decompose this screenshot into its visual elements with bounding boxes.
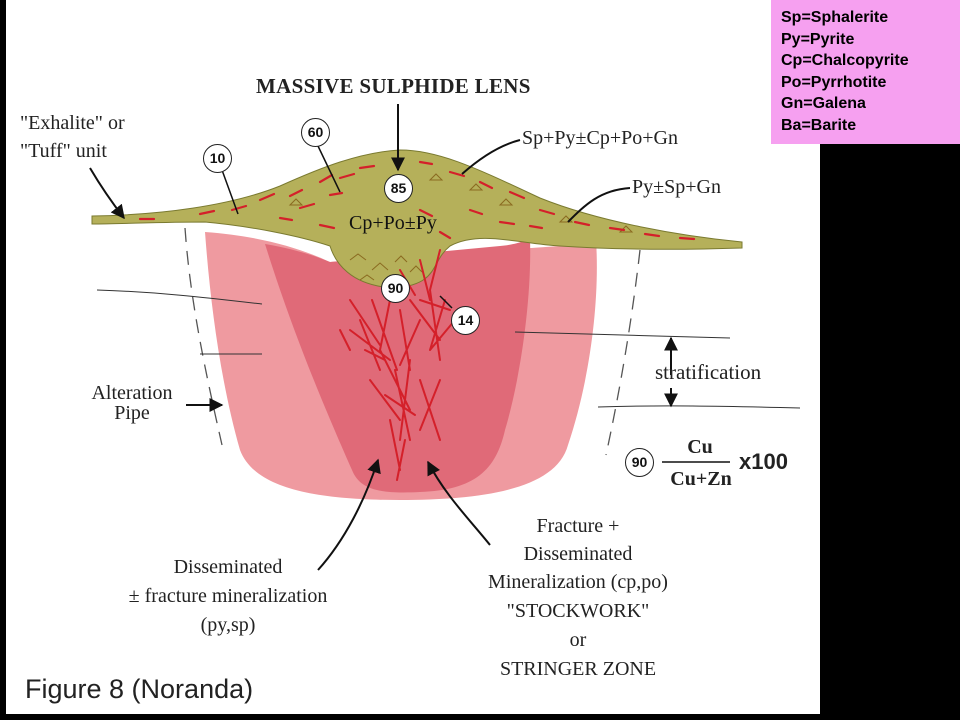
legend-item: Sp=Sphalerite: [781, 9, 889, 26]
label-fracture-2: Disseminated: [523, 543, 633, 565]
mineral-legend: Sp=Sphalerite Py=Pyrite Cp=Chalcopyrite …: [771, 0, 960, 144]
ratio-numerator: Cu: [687, 436, 713, 458]
figure-caption: Figure 8 (Noranda): [25, 674, 254, 704]
pipe-boundary-right: [605, 249, 641, 456]
ratio-key-circle: 90: [625, 448, 654, 477]
legend-item: Gn=Galena: [781, 95, 866, 112]
leader-10: [221, 169, 239, 215]
label-sp-py: Sp+Py±Cp+Po+Gn: [522, 127, 678, 149]
pipe-boundary-left: [184, 227, 223, 446]
legend-item: Py=Pyrite: [781, 30, 855, 48]
strat-line-4: [597, 405, 801, 409]
strat-line-3: [514, 331, 731, 339]
label-exhalite-1: "Exhalite" or: [20, 112, 125, 134]
arrow-disseminated: [317, 458, 381, 571]
label-fracture-3: Mineralization (cp,po): [488, 571, 668, 593]
label-fracture-1: Fracture +: [536, 515, 620, 537]
diagram-title: MASSIVE SULPHIDE LENS: [256, 74, 531, 98]
ratio-multiplier: x100: [739, 449, 788, 474]
sulphide-dashes: [138, 160, 696, 241]
arrow-fracture: [427, 460, 491, 546]
alteration-pipe-inner: [265, 238, 531, 493]
arrow-sp-py: [461, 139, 521, 175]
label-disseminated-3: (py,sp): [200, 614, 256, 636]
label-fracture-6: STRINGER ZONE: [499, 658, 657, 680]
label-alteration-1: Alteration: [91, 382, 173, 404]
legend-item: Ba=Barite: [781, 116, 857, 134]
ratio-denominator: Cu+Zn: [670, 468, 732, 490]
ratio-circle-85: 85: [384, 174, 413, 203]
leader-14: [439, 295, 453, 309]
label-fracture-4: "STOCKWORK": [506, 600, 650, 622]
arrow-exhalite: [89, 167, 125, 220]
label-disseminated-2: ± fracture mineralization: [128, 585, 328, 607]
label-alteration-2: Pipe: [114, 402, 150, 424]
arrow-py-sp: [567, 187, 631, 223]
label-disseminated-1: Disseminated: [173, 556, 283, 578]
label-py-sp: Py±Sp+Gn: [632, 176, 721, 198]
legend-item: Po=Pyrrhotite: [781, 73, 887, 91]
exhalite-layer: [91, 149, 743, 289]
label-stratification: stratification: [655, 360, 762, 384]
sulphide-texture: [288, 173, 634, 283]
legend-item: Cp=Chalcopyrite: [781, 52, 909, 69]
ratio-circle-14: 14: [451, 306, 480, 335]
ratio-circle-10: 10: [203, 144, 232, 173]
leader-60: [317, 145, 341, 193]
label-exhalite-2: "Tuff" unit: [20, 140, 107, 162]
ratio-circle-60: 60: [301, 118, 330, 147]
label-fracture-5: or: [569, 629, 587, 651]
ratio-circle-90: 90: [381, 274, 410, 303]
label-cp-po: Cp+Po±Py: [349, 212, 437, 234]
strat-line-1: [96, 289, 263, 305]
